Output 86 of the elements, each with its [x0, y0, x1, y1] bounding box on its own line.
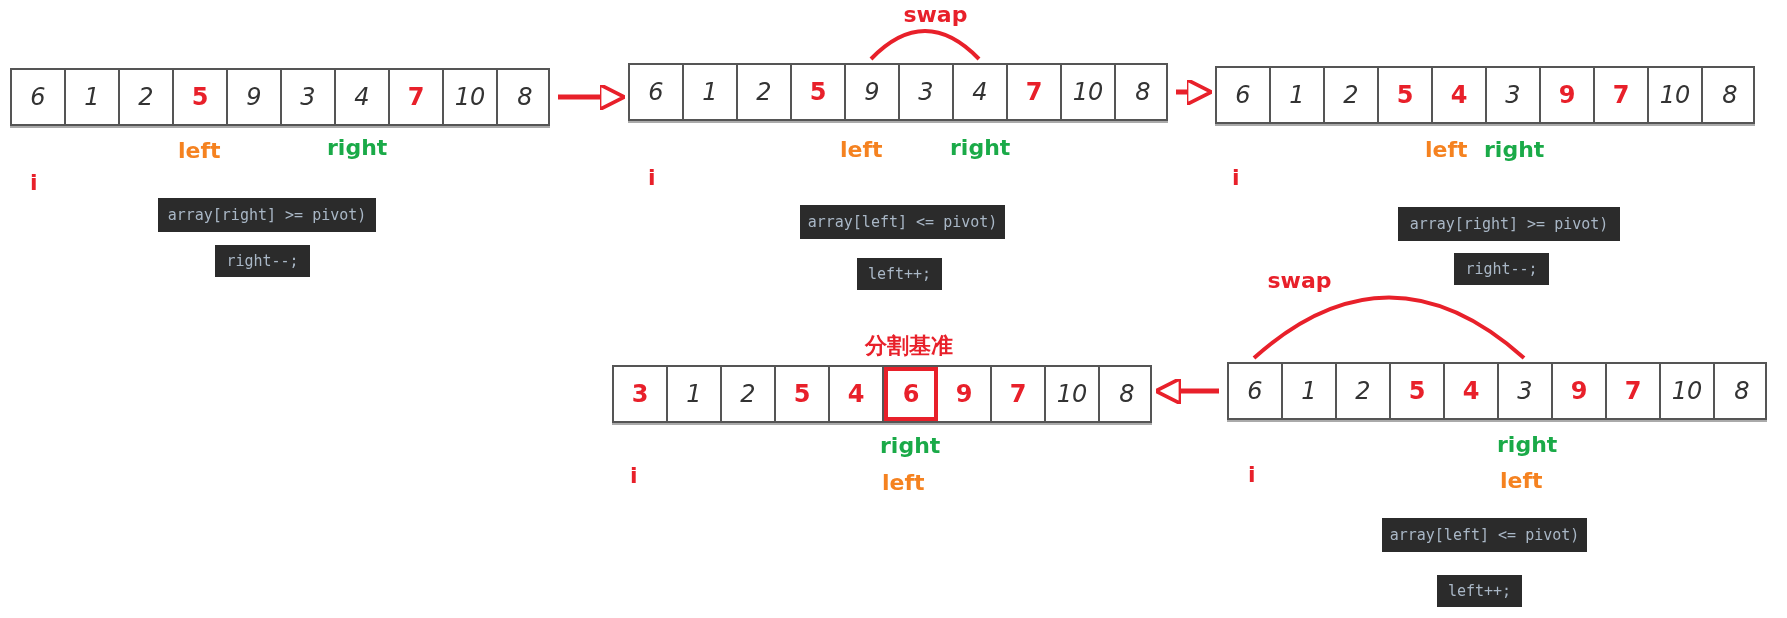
array-cell: 9	[228, 70, 282, 124]
array-cell: 6	[630, 65, 684, 119]
arrow	[1176, 77, 1214, 107]
array-cell: 4	[1433, 68, 1487, 122]
code-snippet: left++;	[1437, 575, 1522, 607]
array-cell: 6	[1217, 68, 1271, 122]
array-cell: 4	[1445, 364, 1499, 418]
code-snippet: array[left] <= pivot)	[800, 205, 1005, 239]
index-label: i	[648, 165, 656, 190]
array-cell: 7	[1595, 68, 1649, 122]
edge-label: swap	[903, 2, 968, 27]
array-cell: 7	[1607, 364, 1661, 418]
array-cell: 1	[66, 70, 120, 124]
pointer-label: right	[950, 135, 1011, 160]
code-snippet: array[right] >= pivot)	[1398, 207, 1620, 241]
annotation-label: 分割基准	[864, 332, 954, 360]
array-cell: 3	[1487, 68, 1541, 122]
swap-arc	[869, 29, 981, 61]
pointer-label: right	[1497, 432, 1558, 457]
array-cell: 4	[954, 65, 1008, 119]
array-cell: 7	[390, 70, 444, 124]
pointer-label: left	[1425, 137, 1468, 162]
code-snippet: array[left] <= pivot)	[1382, 518, 1587, 552]
pointer-label: left	[882, 470, 925, 495]
array-cell: 10	[1046, 367, 1100, 421]
array-cell: 2	[1325, 68, 1379, 122]
array-cell: 10	[444, 70, 498, 124]
array-cell: 4	[830, 367, 884, 421]
array-cell: 3	[1499, 364, 1553, 418]
array-cell: 2	[738, 65, 792, 119]
array-cell: 10	[1062, 65, 1116, 119]
array-cell: 5	[792, 65, 846, 119]
code-snippet: right--;	[1454, 253, 1549, 285]
array-strip	[1215, 66, 1755, 124]
array-cell: 8	[1116, 65, 1170, 119]
index-label: i	[30, 170, 38, 195]
array-cell: 10	[1649, 68, 1703, 122]
index-label: i	[1248, 462, 1256, 487]
arrow	[1153, 376, 1219, 406]
array-cell: 6	[1229, 364, 1283, 418]
array-cell: 9	[846, 65, 900, 119]
array-cell: 8	[1703, 68, 1757, 122]
array-cell: 9	[1553, 364, 1607, 418]
pointer-label: left	[1500, 468, 1543, 493]
array-cell: 9	[938, 367, 992, 421]
array-cell: 5	[776, 367, 830, 421]
array-cell: 2	[120, 70, 174, 124]
pointer-label: right	[880, 433, 941, 458]
array-cell: 2	[722, 367, 776, 421]
array-cell: 1	[1271, 68, 1325, 122]
array-cell: 4	[336, 70, 390, 124]
array-cell: 1	[668, 367, 722, 421]
array-cell: 8	[1715, 364, 1769, 418]
array-strip	[628, 63, 1168, 121]
code-snippet: right--;	[215, 245, 310, 277]
array-cell: 7	[992, 367, 1046, 421]
array-cell: 6	[12, 70, 66, 124]
index-label: i	[1232, 165, 1240, 190]
index-label: i	[630, 463, 638, 488]
code-snippet: left++;	[857, 258, 942, 290]
arrow	[558, 82, 627, 112]
array-cell: 5	[1391, 364, 1445, 418]
array-cell: 5	[1379, 68, 1433, 122]
pointer-label: left	[840, 137, 883, 162]
code-snippet: array[right] >= pivot)	[158, 198, 376, 232]
array-cell: 9	[1541, 68, 1595, 122]
array-strip	[10, 68, 550, 126]
array-cell: 2	[1337, 364, 1391, 418]
array-cell: 1	[684, 65, 738, 119]
array-cell: 6	[884, 367, 938, 421]
edge-label: swap	[1267, 267, 1332, 293]
array-cell: 5	[174, 70, 228, 124]
pointer-label: right	[1484, 137, 1545, 162]
array-cell: 3	[614, 367, 668, 421]
array-cell: 7	[1008, 65, 1062, 119]
array-cell: 3	[282, 70, 336, 124]
array-cell: 8	[1100, 367, 1154, 421]
array-strip	[612, 365, 1152, 423]
array-cell: 8	[498, 70, 552, 124]
pointer-label: right	[327, 135, 388, 160]
array-cell: 1	[1283, 364, 1337, 418]
array-strip	[1227, 362, 1767, 420]
pointer-label: left	[178, 138, 221, 163]
array-cell: 10	[1661, 364, 1715, 418]
swap-arc	[1252, 295, 1526, 360]
array-cell: 3	[900, 65, 954, 119]
